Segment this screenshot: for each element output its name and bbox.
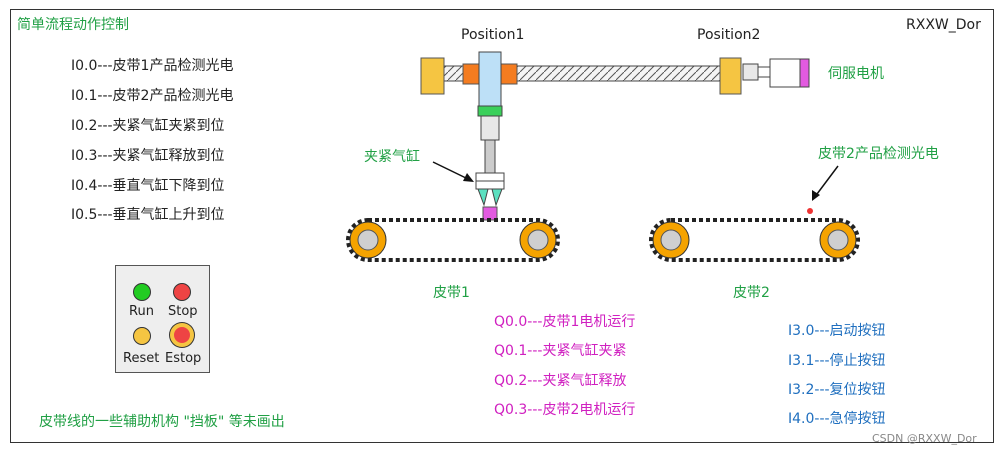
carriage-nut-left xyxy=(462,63,480,85)
estop-label: Estop xyxy=(165,351,202,366)
belt2-sensor-label: 皮带2产品检测光电 xyxy=(818,146,939,162)
control-panel: Run Stop Reset Estop xyxy=(115,265,210,373)
clamp-cylinder xyxy=(475,172,505,207)
coupler xyxy=(742,63,771,81)
input-i0-0: I0.0---皮带1产品检测光电 xyxy=(71,58,234,74)
output-q0-2: Q0.2---夹紧气缸释放 xyxy=(494,373,627,389)
input-i0-4: I0.4---垂直气缸下降到位 xyxy=(71,178,225,194)
run-button[interactable] xyxy=(133,283,151,301)
position1-label: Position1 xyxy=(461,27,525,43)
right-bearing-block xyxy=(719,57,742,95)
servo-motor-label: 伺服电机 xyxy=(828,66,884,82)
author-tag: RXXW_Dor xyxy=(906,17,981,33)
belt2-sensor-dot xyxy=(807,208,813,214)
clamp-arrow xyxy=(432,161,474,182)
belt-2 xyxy=(649,218,860,262)
diagram-frame xyxy=(10,9,994,443)
vertical-cylinder xyxy=(477,51,503,175)
reset-button[interactable] xyxy=(133,327,151,345)
footer-credit: CSDN @RXXW_Dor xyxy=(872,432,977,445)
input-i3-2: I3.2---复位按钮 xyxy=(788,382,886,398)
reset-label: Reset xyxy=(123,351,160,366)
note-text: 皮带线的一些辅助机构 "挡板" 等未画出 xyxy=(39,414,285,430)
input-i3-1: I3.1---停止按钮 xyxy=(788,353,886,369)
belt2-label: 皮带2 xyxy=(733,285,770,301)
input-i0-1: I0.1---皮带2产品检测光电 xyxy=(71,88,234,104)
position2-label: Position2 xyxy=(697,27,761,43)
estop-button[interactable] xyxy=(170,323,194,347)
input-i0-2: I0.2---夹紧气缸夹紧到位 xyxy=(71,118,225,134)
run-label: Run xyxy=(129,304,154,319)
stop-button[interactable] xyxy=(173,283,191,301)
belt-1 xyxy=(346,218,560,262)
diagram-title: 简单流程动作控制 xyxy=(17,17,129,33)
output-q0-0: Q0.0---皮带1电机运行 xyxy=(494,314,636,330)
sensor-arrow xyxy=(812,165,839,201)
clamp-cylinder-label: 夹紧气缸 xyxy=(364,149,420,165)
servo-motor xyxy=(769,58,810,88)
input-i0-3: I0.3---夹紧气缸释放到位 xyxy=(71,148,225,164)
output-q0-3: Q0.3---皮带2电机运行 xyxy=(494,402,636,418)
input-i0-5: I0.5---垂直气缸上升到位 xyxy=(71,207,225,223)
stop-label: Stop xyxy=(168,304,198,319)
input-i4-0: I4.0---急停按钮 xyxy=(788,411,886,427)
input-i3-0: I3.0---启动按钮 xyxy=(788,323,886,339)
output-q0-1: Q0.1---夹紧气缸夹紧 xyxy=(494,343,627,359)
carriage-nut-right xyxy=(500,63,518,85)
left-bearing-block xyxy=(420,57,445,95)
belt1-label: 皮带1 xyxy=(433,285,470,301)
